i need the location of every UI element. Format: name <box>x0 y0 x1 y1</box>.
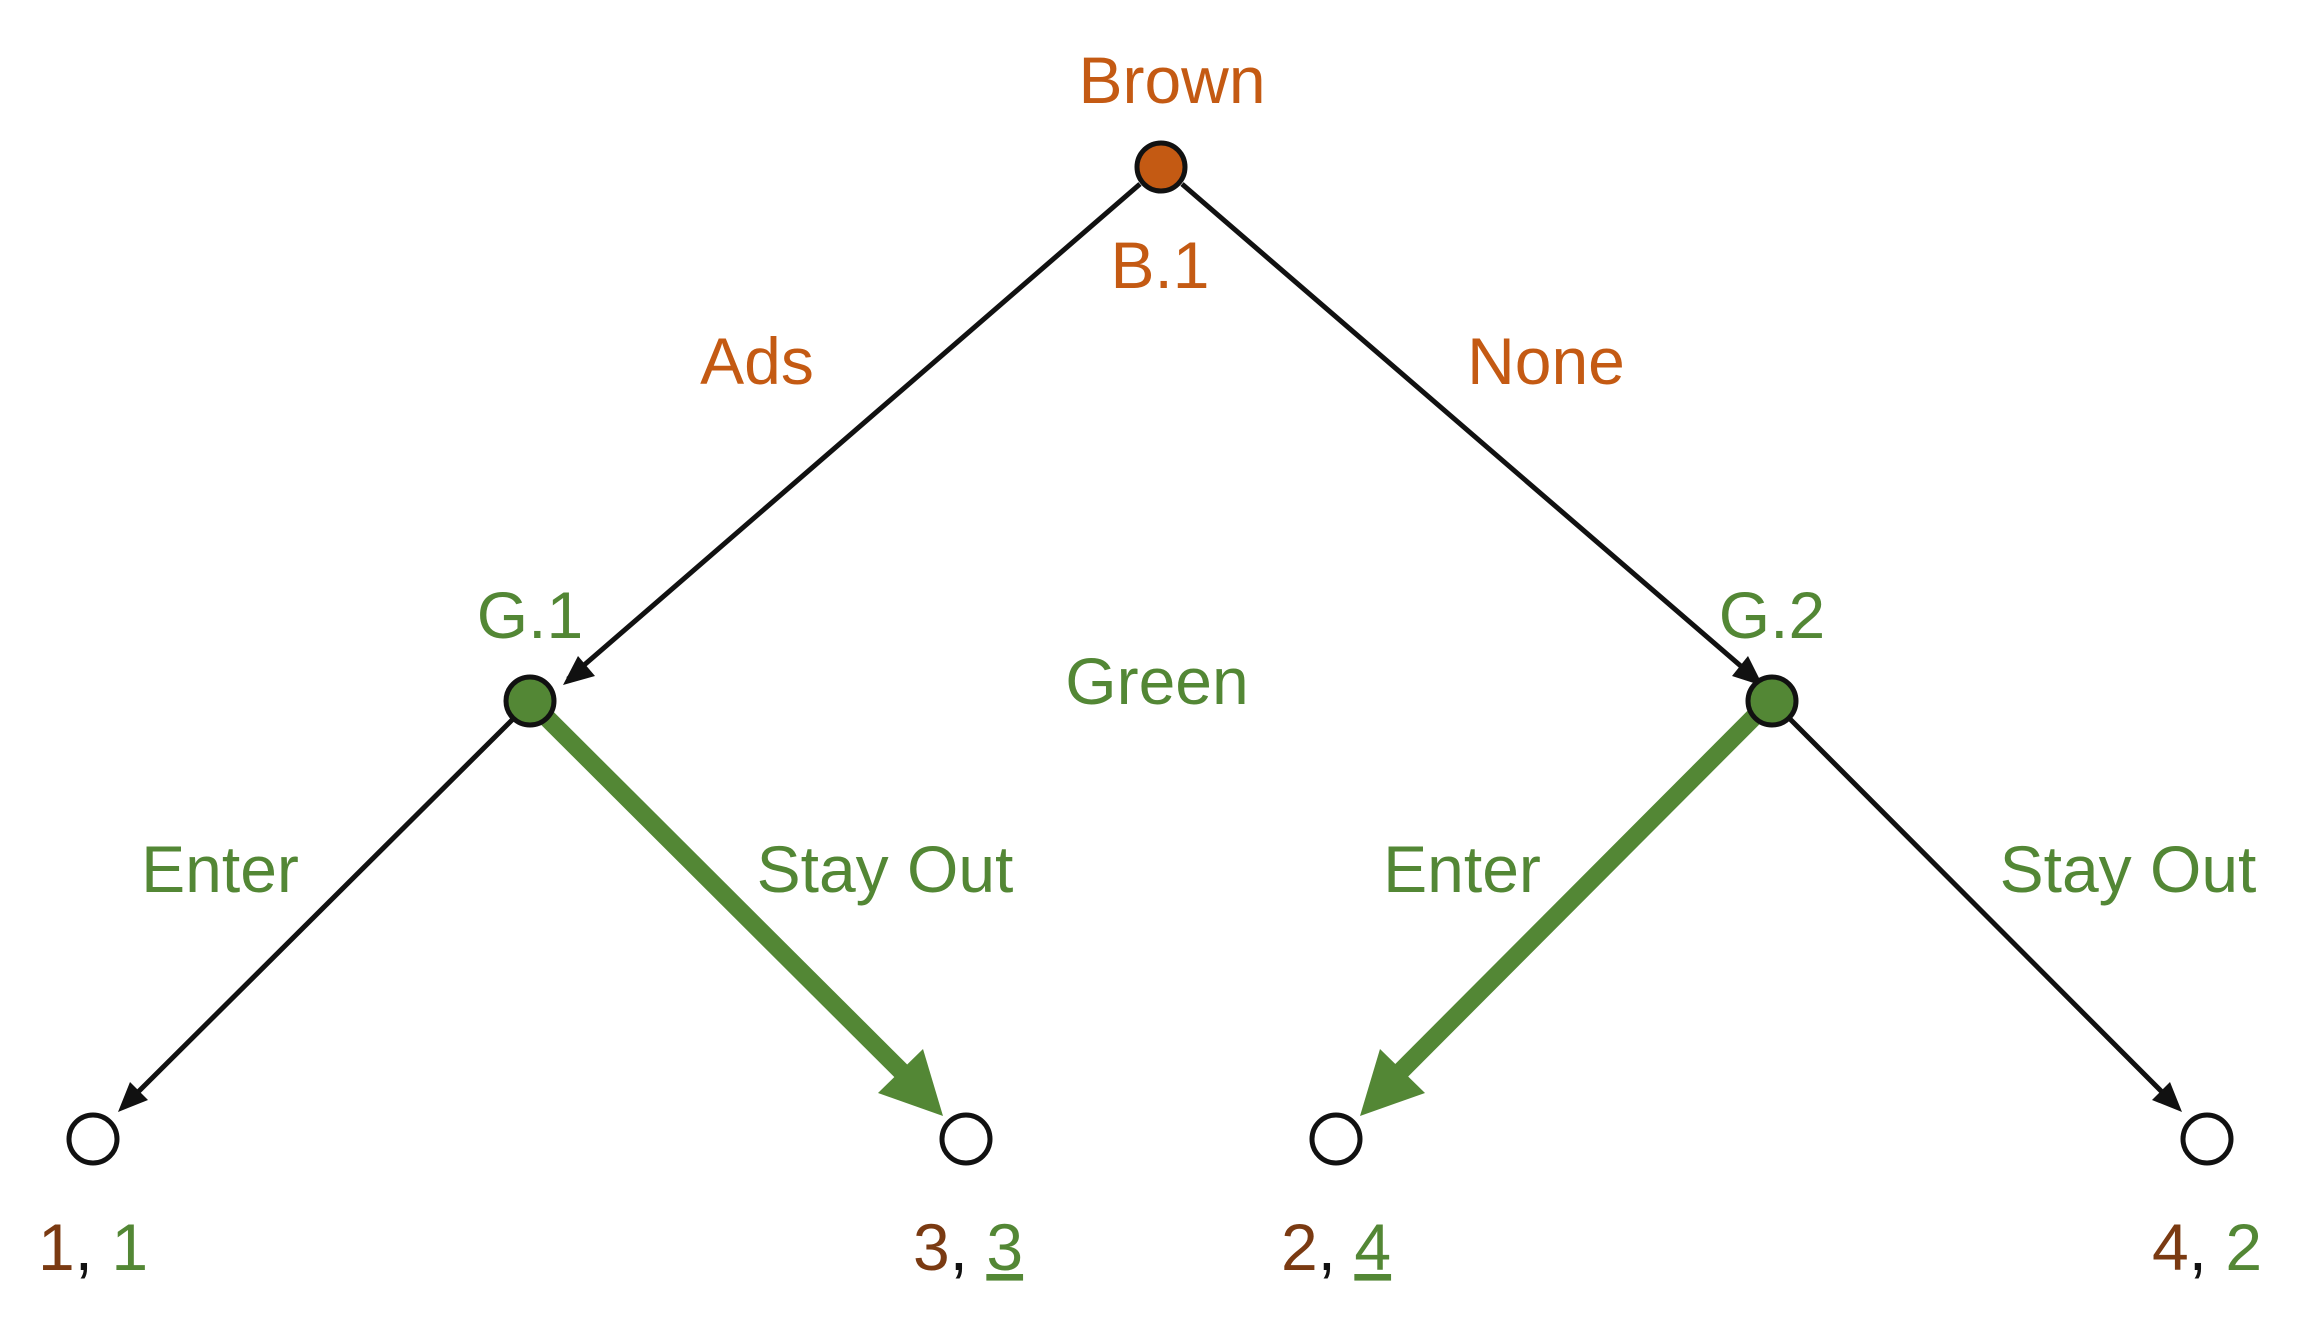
terminal-node-3 <box>1309 1112 1363 1166</box>
payoff-2-brown: 3 <box>913 1210 950 1284</box>
player-label-green: Green <box>1065 644 1248 718</box>
terminal-node-4 <box>2180 1112 2234 1166</box>
payoff-2: 3, 3 <box>913 1210 1023 1284</box>
edge-g1-stay-out-arrowhead <box>878 1049 943 1116</box>
payoff-4-green: 2 <box>2225 1210 2262 1284</box>
edge-g1-enter-arrowhead <box>118 1082 148 1112</box>
payoff-3-green: 4 <box>1354 1210 1391 1284</box>
edge-none-arrowhead <box>1732 656 1763 686</box>
action-label-g1-stay-out: Stay Out <box>757 832 1014 906</box>
edge-g1-stay-out <box>538 709 917 1087</box>
edge-ads-arrowhead <box>563 656 595 685</box>
payoff-3-brown: 2 <box>1281 1210 1318 1284</box>
action-label-none: None <box>1467 324 1625 398</box>
node-label-g1: G.1 <box>477 578 583 652</box>
node-g1 <box>503 674 557 728</box>
terminal-node-2 <box>939 1112 993 1166</box>
payoff-4: 4, 2 <box>2152 1210 2262 1284</box>
action-label-g2-enter: Enter <box>1383 832 1541 906</box>
payoff-1: 1, 1 <box>38 1210 148 1284</box>
edge-g2-stay-out <box>1785 714 2177 1107</box>
edge-g2-enter-arrowhead <box>1360 1049 1425 1116</box>
action-label-ads: Ads <box>700 324 814 398</box>
player-label-brown: Brown <box>1078 43 1265 117</box>
action-label-g1-enter: Enter <box>141 832 299 906</box>
payoff-1-green: 1 <box>111 1210 148 1284</box>
payoff-4-brown: 4 <box>2152 1210 2189 1284</box>
node-g2 <box>1745 674 1799 728</box>
payoff-3: 2, 4 <box>1281 1210 1391 1284</box>
payoff-1-brown: 1 <box>38 1210 75 1284</box>
edge-g2-enter <box>1385 709 1762 1087</box>
edge-g1-enter <box>123 715 517 1107</box>
node-b1 <box>1134 140 1188 194</box>
edge-ads <box>566 182 1142 681</box>
node-label-b1: B.1 <box>1110 228 1209 302</box>
edge-g2-stay-out-arrowhead <box>2152 1082 2182 1112</box>
terminal-node-1 <box>66 1112 120 1166</box>
node-label-g2: G.2 <box>1719 578 1825 652</box>
payoff-2-green: 3 <box>986 1210 1023 1284</box>
edge-none <box>1180 182 1759 682</box>
action-label-g2-stay-out: Stay Out <box>2000 832 2257 906</box>
